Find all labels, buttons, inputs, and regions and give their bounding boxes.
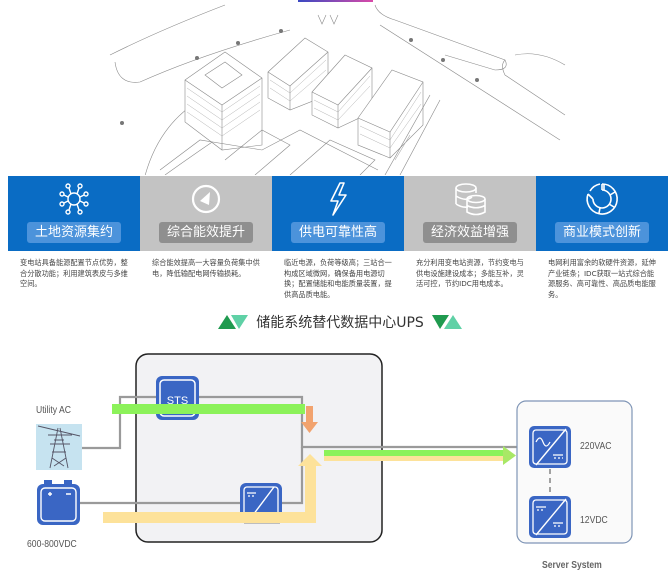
feature-label: 供电可靠性高 [290, 222, 385, 243]
dc-voltage-label: 12VDC [580, 514, 608, 526]
battery-power-flow [103, 454, 322, 523]
server-system-label: Server System [542, 559, 602, 571]
feature-label: 土地资源集约 [26, 222, 121, 243]
utility-tower-icon [36, 424, 82, 470]
feature-description: 综合能效提高一大容量负荷集中供电，降低输配电网传输损耗。 [152, 258, 260, 278]
feature-label: 综合能效提升 [158, 222, 253, 243]
feature-panels: 土地资源集约 综合能效提升 供电可靠性高 经济效益增强 商业模 [8, 176, 668, 251]
triangle-decor-icon [431, 315, 462, 329]
building-sketch-illustration [109, 4, 566, 175]
feature-panel-business: 商业模式创新 [536, 176, 668, 251]
output-yellow-flow [324, 456, 504, 461]
coins-stack-icon [455, 183, 486, 216]
cycle-chart-icon [586, 183, 618, 215]
section-title: 储能系统替代数据中心UPS [256, 315, 424, 331]
header-accent-bar [298, 0, 373, 2]
ups-diagram: STS Utility AC 600-800VDC 220VAC 12VDC S… [0, 340, 668, 587]
compass-icon [191, 184, 221, 214]
ac-voltage-label: 220VAC [580, 440, 612, 452]
switch-down-arrow-icon [301, 406, 318, 433]
output-green-flow [324, 450, 504, 456]
output-arrow-icon [503, 446, 516, 465]
utility-ac-label: Utility AC [36, 404, 71, 416]
feature-panel-land: 土地资源集约 [8, 176, 140, 251]
feature-description: 变电站具备能源配置节点优势，整合分散功能；利用建筑表皮与多维空间。 [20, 258, 128, 288]
battery-icon [37, 480, 80, 525]
feature-description: 充分利用变电站资源，节约变电与供电设施建设成本；多能互补，灵活可控，节约IDC用… [416, 258, 524, 288]
network-hub-icon [59, 183, 89, 215]
feature-description: 电网利用富余的软硬件资源，延伸产业链条；IDC获取一站式综合能源服务、高可靠性、… [548, 258, 656, 299]
grid-power-flow [112, 404, 305, 414]
ac-dc-psu-module [529, 426, 571, 468]
feature-label: 经济效益增强 [422, 222, 517, 243]
battery-voltage-label: 600-800VDC [27, 538, 77, 550]
feature-label: 商业模式创新 [554, 222, 649, 243]
feature-panel-reliability: 供电可靠性高 [272, 176, 404, 251]
dc-dc-psu-module [529, 496, 571, 538]
lightning-icon [330, 182, 347, 216]
feature-panel-economy: 经济效益增强 [404, 176, 536, 251]
feature-description: 临近电源，负荷等级高；三站合一构成区域微网，确保备用电源切换；配置储能和电能质量… [284, 258, 392, 299]
triangle-decor-icon [218, 315, 249, 329]
sts-label: STS [167, 395, 188, 407]
feature-panel-efficiency: 综合能效提升 [140, 176, 272, 251]
feature-descriptions: 变电站具备能源配置节点优势，整合分散功能；利用建筑表皮与多维空间。 综合能效提高… [8, 258, 668, 300]
section-title-row: 储能系统替代数据中心UPS [200, 312, 480, 332]
